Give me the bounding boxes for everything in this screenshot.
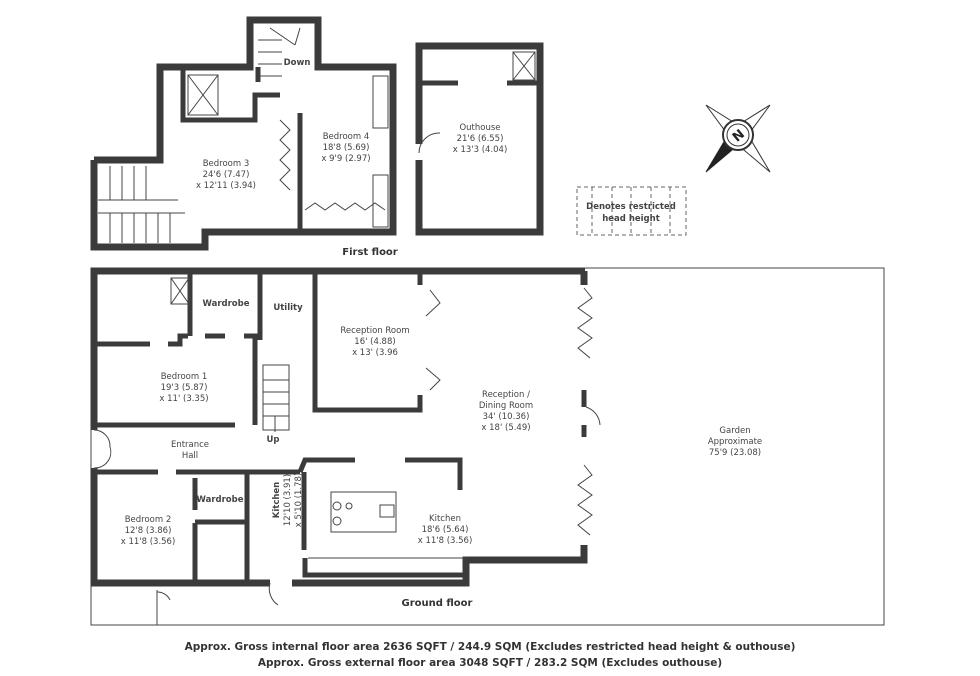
legend-text: Denotes restricted <box>586 202 676 212</box>
wardrobe-doors <box>304 202 386 211</box>
bifold-doors <box>425 367 441 391</box>
wardrobe-doors <box>279 119 291 191</box>
room-dim: x 13' (3.96 <box>352 348 398 358</box>
legend-text: head height <box>602 214 660 224</box>
room-name-bedroom-3: Bedroom 3 <box>203 159 250 169</box>
room-name-bedroom-2: Bedroom 2 <box>125 515 172 525</box>
stairs-up <box>262 364 290 432</box>
room-name-kitchen: Kitchen <box>429 514 461 524</box>
room-dim: x 11'8 (3.56) <box>418 536 473 546</box>
room-name-wardrobe-2: Wardrobe <box>197 495 244 505</box>
shower-icon <box>170 277 190 305</box>
ground-floor-label: Ground floor <box>402 598 473 609</box>
room-name-utility: Utility <box>273 303 303 313</box>
room-name-reception-dining: Reception / <box>482 390 530 400</box>
restricted-head-height-area <box>98 75 389 243</box>
garden-label: Garden <box>719 426 750 436</box>
room-name-reception-dining: Dining Room <box>479 401 533 411</box>
room-dim: 75'9 (23.08) <box>709 448 761 458</box>
stairs-up-label: Up <box>267 435 280 445</box>
room-dim: 16' (4.88) <box>354 337 395 347</box>
garden-boundary <box>90 267 885 626</box>
room-dim: 12'8 (3.86) <box>125 526 172 536</box>
room-dim: 12'10 (3.91) <box>283 474 293 526</box>
internal-area-note: Approx. Gross internal floor area 2636 S… <box>184 641 796 653</box>
room-name-reception-room: Reception Room <box>340 326 409 336</box>
room-name-kitchen-galley: Kitchen <box>272 482 282 518</box>
first-floor-label: First floor <box>342 247 398 258</box>
room-name-entrance-hall: Entrance <box>171 440 209 450</box>
compass-north-icon: N <box>705 104 771 173</box>
kitchen-island <box>330 491 397 533</box>
room-dim: 34' (10.36) <box>483 412 530 422</box>
room-dim: 18'6 (5.64) <box>422 525 469 535</box>
room-dim: 18'8 (5.69) <box>323 143 370 153</box>
room-dim: 24'6 (7.47) <box>203 170 250 180</box>
front-door <box>93 429 112 469</box>
stairs-down-label: Down <box>284 58 311 68</box>
door-swing <box>585 406 601 426</box>
room-dim: x 13'3 (4.04) <box>453 145 508 155</box>
bifold-doors <box>425 289 441 317</box>
room-name-wardrobe: Wardrobe <box>203 299 250 309</box>
room-name-bedroom-1: Bedroom 1 <box>161 372 208 382</box>
first-floor-plan: Down Bedroom 3 24'6 (7.47) x 12'11 (3.94… <box>90 16 398 258</box>
bifold-doors <box>577 287 593 359</box>
ground-floor-plan: Up Wardrobe Utility Reception Room 16' (… <box>90 267 885 626</box>
room-dim: x 5'10 (1.78) <box>294 473 304 528</box>
room-name-outhouse: Outhouse <box>459 123 500 133</box>
room-name-entrance-hall: Hall <box>182 451 198 461</box>
external-area-note: Approx. Gross external floor area 3048 S… <box>257 657 723 669</box>
outhouse-plan: Outhouse 21'6 (6.55) x 13'3 (4.04) <box>415 42 544 236</box>
door-swing <box>268 582 279 606</box>
room-dim: x 11'8 (3.56) <box>121 537 176 547</box>
room-dim: x 18' (5.49) <box>481 423 530 433</box>
bifold-doors <box>577 464 593 536</box>
room-dim: x 12'11 (3.94) <box>196 181 256 191</box>
sink-icon <box>379 504 395 518</box>
room-name-bedroom-4: Bedroom 4 <box>323 132 370 142</box>
room-dim: 19'3 (5.87) <box>161 383 208 393</box>
restricted-height-legend: Denotes restricted head height <box>576 186 687 236</box>
shower-icon <box>187 74 219 116</box>
room-dim: x 9'9 (2.97) <box>321 154 370 164</box>
door-swing <box>418 132 441 154</box>
room-dim: x 11' (3.35) <box>159 394 208 404</box>
stairs-down <box>258 27 301 77</box>
room-dim: 21'6 (6.55) <box>457 134 504 144</box>
door-swing <box>156 591 171 601</box>
garden-label: Approximate <box>708 437 762 447</box>
